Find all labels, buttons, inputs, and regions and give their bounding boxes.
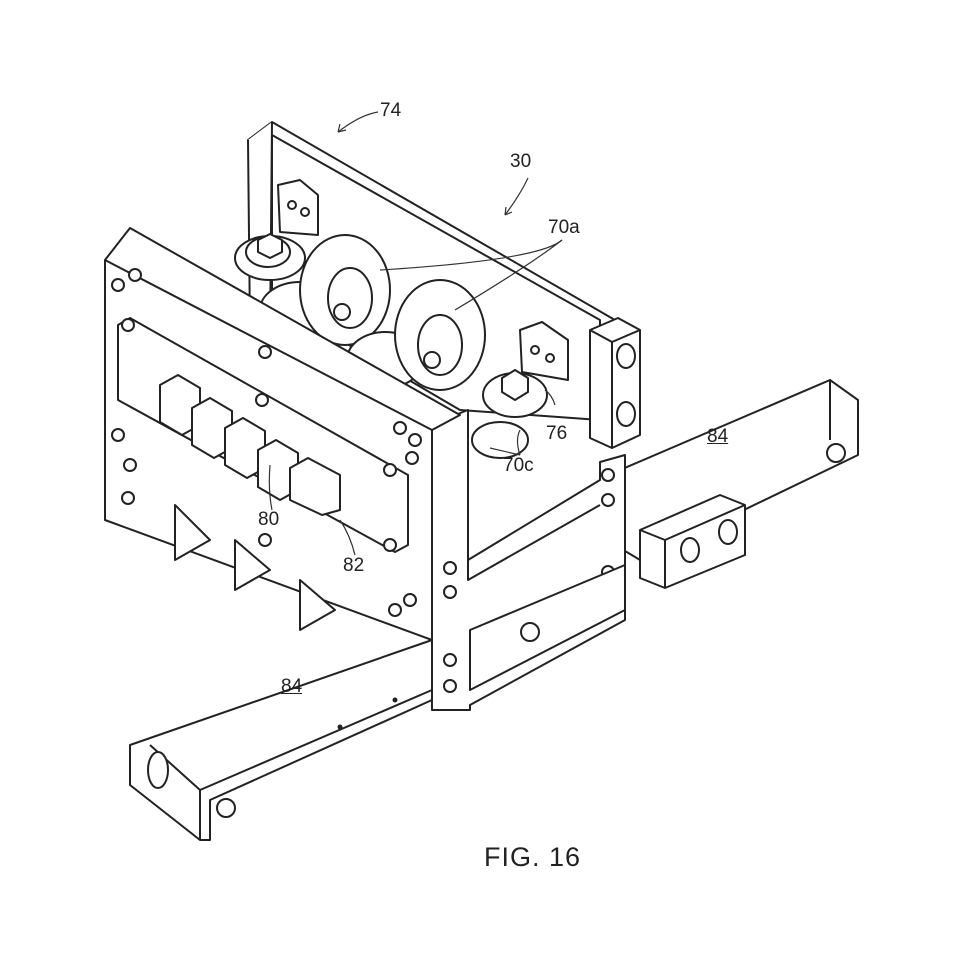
label-84-right: 84: [707, 426, 729, 447]
label-30: 30: [510, 151, 532, 172]
rail-right: [619, 379, 859, 589]
blocks: [159, 374, 341, 516]
label-80: 80: [258, 509, 280, 530]
label-70c: 70c: [503, 455, 534, 476]
rail-left: [129, 564, 626, 841]
label-82: 82: [343, 555, 365, 576]
label-74: 74: [380, 100, 402, 121]
label-76: 76: [546, 423, 568, 444]
back-plate: [247, 121, 641, 449]
leader-lines: [268, 111, 563, 556]
figure-caption: FIG. 16: [484, 842, 582, 872]
label-84-left: 84: [281, 676, 303, 697]
label-70a: 70a: [548, 217, 580, 238]
